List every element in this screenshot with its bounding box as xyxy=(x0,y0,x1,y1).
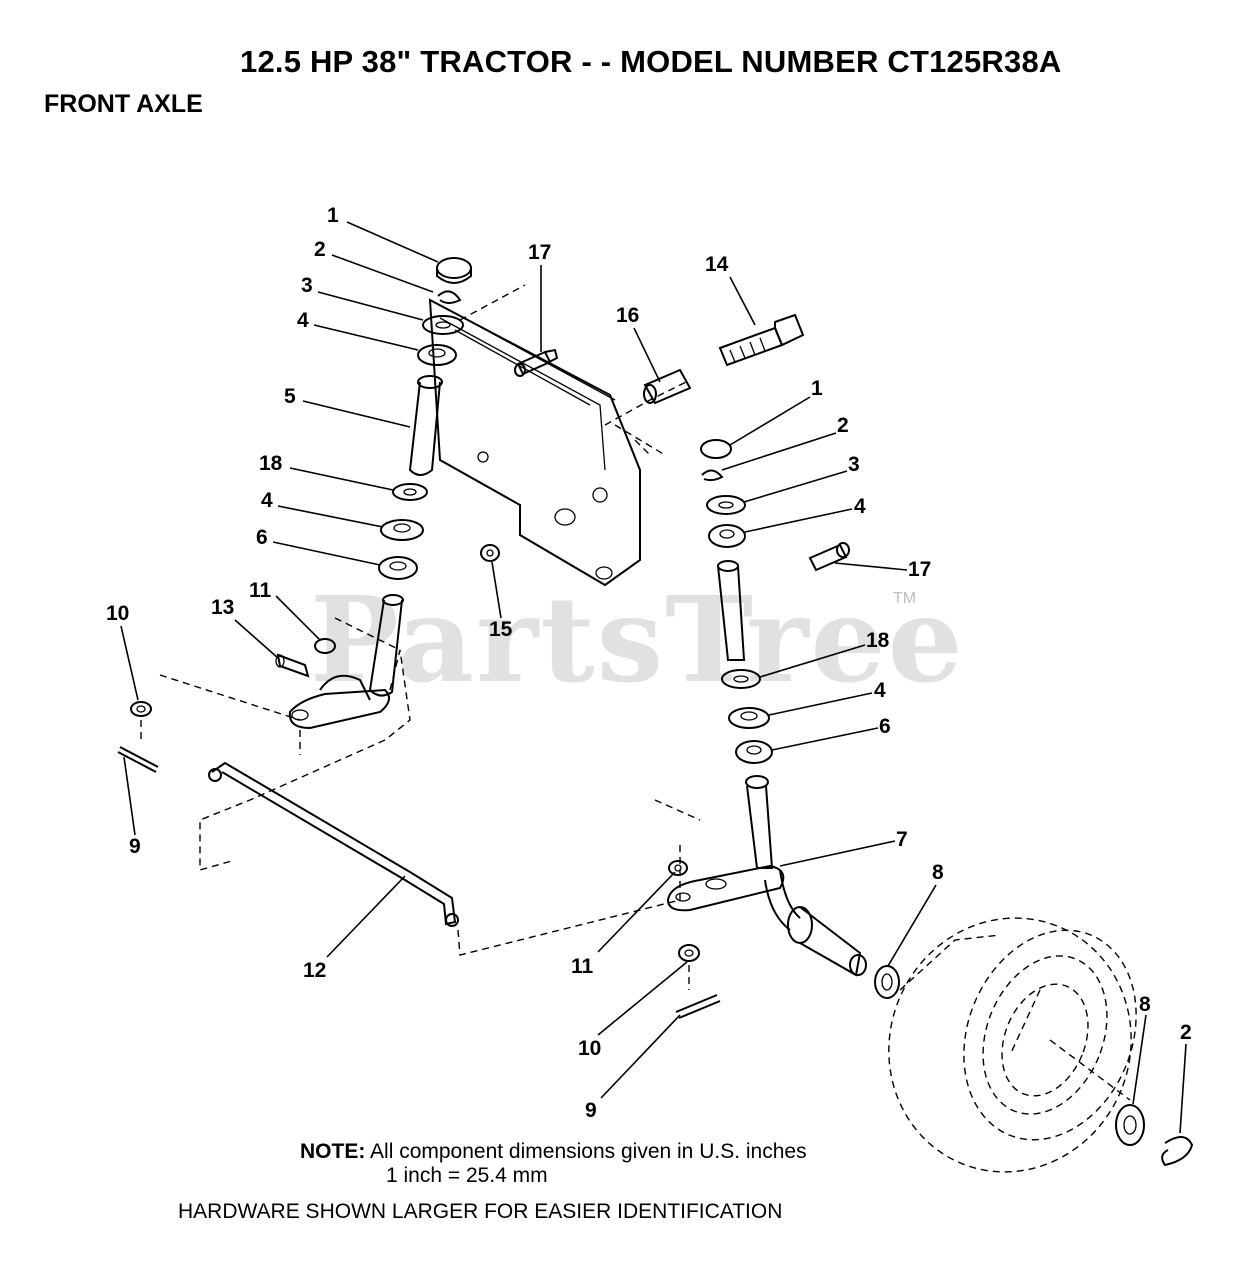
callout-2: 2 xyxy=(837,414,849,437)
note-line-2: 1 inch = 25.4 mm xyxy=(386,1164,548,1187)
callout-11: 11 xyxy=(571,955,594,978)
callout-1: 1 xyxy=(811,377,823,400)
callout-3: 3 xyxy=(301,274,313,297)
callout-10: 10 xyxy=(106,602,129,625)
grease-fitting-17-left xyxy=(514,348,559,377)
left-spindle-parts xyxy=(159,257,472,871)
watermark-trademark: TM xyxy=(893,590,917,607)
callout-17: 17 xyxy=(908,558,931,581)
section-title: FRONT AXLE xyxy=(44,90,203,118)
note-label: NOTE: xyxy=(300,1140,366,1163)
front-wheel xyxy=(888,917,1194,1173)
callout-8: 8 xyxy=(932,861,944,884)
callout-15: 15 xyxy=(489,618,513,641)
sleeve-16 xyxy=(643,368,692,405)
grease-fitting-17-right xyxy=(808,542,850,572)
callout-4: 4 xyxy=(297,309,309,332)
callout-9: 9 xyxy=(585,1099,597,1122)
callout-2: 2 xyxy=(1180,1021,1192,1044)
page-title: 12.5 HP 38" TRACTOR - - MODEL NUMBER CT1… xyxy=(240,44,1062,79)
callout-6: 6 xyxy=(256,526,268,549)
callout-3: 3 xyxy=(848,453,860,476)
watermark: PartsTree xyxy=(310,570,965,709)
callout-18: 18 xyxy=(259,452,283,475)
hardware-note: HARDWARE SHOWN LARGER FOR EASIER IDENTIF… xyxy=(178,1200,783,1223)
callout-17: 17 xyxy=(528,241,551,264)
callout-5: 5 xyxy=(284,385,296,408)
callout-2: 2 xyxy=(314,238,326,261)
callout-14: 14 xyxy=(705,253,729,276)
callout-4: 4 xyxy=(854,495,866,518)
callout-16: 16 xyxy=(616,304,639,327)
tie-rod xyxy=(208,761,681,956)
axle-beam xyxy=(428,284,691,587)
callout-13: 13 xyxy=(211,596,234,619)
callout-4: 4 xyxy=(261,489,273,512)
callout-12: 12 xyxy=(303,959,326,982)
callout-1: 1 xyxy=(327,204,339,227)
callout-4: 4 xyxy=(874,679,886,702)
callout-11: 11 xyxy=(249,579,272,602)
callout-labels: 1 2 3 4 5 18 4 6 17 16 14 1 2 3 4 17 15 … xyxy=(106,204,1192,1122)
note-line-1: All component dimensions given in U.S. i… xyxy=(370,1140,807,1163)
dimension-note: NOTE: All component dimensions given in … xyxy=(300,1140,807,1164)
left-hardware-10-9 xyxy=(117,701,159,773)
callout-8: 8 xyxy=(1139,993,1151,1016)
nut-15 xyxy=(480,544,500,562)
callout-7: 7 xyxy=(896,828,908,851)
callout-6: 6 xyxy=(879,715,891,738)
leader-lines xyxy=(120,221,1187,1134)
callout-10: 10 xyxy=(578,1037,601,1060)
right-spindle-parts xyxy=(654,439,900,1019)
bolt-14 xyxy=(718,313,805,367)
callout-9: 9 xyxy=(129,835,141,858)
callout-18: 18 xyxy=(866,629,890,652)
